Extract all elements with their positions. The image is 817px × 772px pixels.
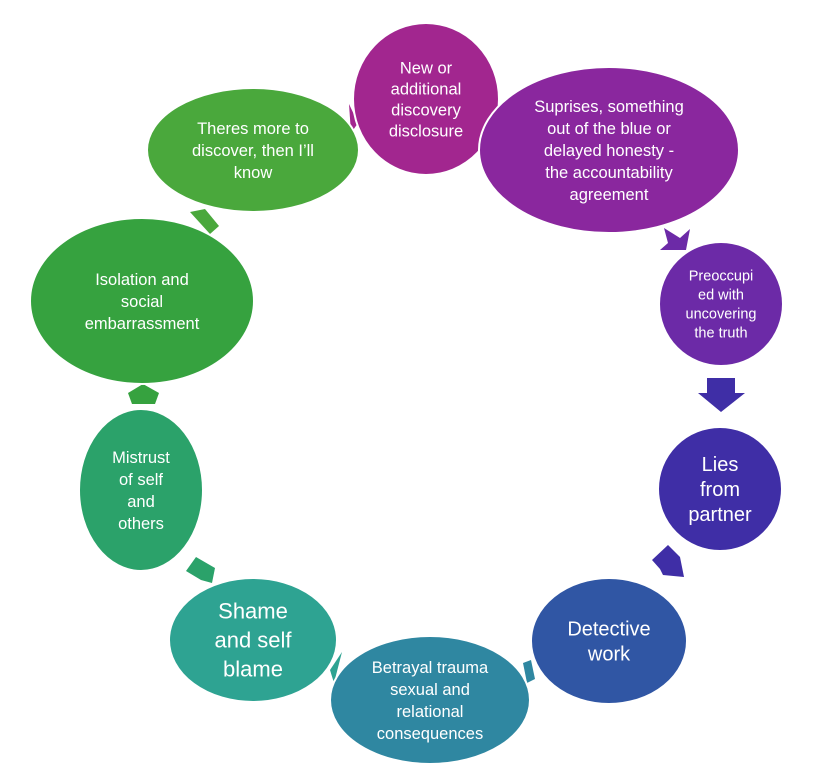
node-ellipse [478, 66, 740, 234]
node-label-line: Detective [567, 619, 650, 641]
cycle-node-preoccupied: Preoccupi ed with uncovering the truth [658, 241, 784, 367]
node-label-line: ed with [698, 288, 744, 304]
node-ellipse [329, 635, 531, 765]
cycle-node-shame: Shame and self blame [168, 577, 338, 703]
node-label-line: additional [391, 80, 462, 98]
node-label-line: work [587, 644, 631, 666]
cycle-arrow [698, 378, 745, 412]
node-label-line: of self [119, 471, 163, 489]
node-label-line: disclosure [389, 122, 463, 140]
node-label-line: discover, then I’ll [192, 142, 314, 160]
cycle-node-more-to-discover: Theres more to discover, then I’ll know [146, 87, 360, 213]
cycle-arrow [652, 545, 684, 577]
node-label-line: relational [397, 703, 464, 721]
node-label-line: and self [214, 628, 292, 653]
node-label-line: discovery [391, 101, 461, 119]
cycle-arrow [190, 209, 219, 234]
cycle-arrow [330, 652, 342, 683]
node-label-line: the accountability [545, 164, 673, 182]
connector-layer [128, 104, 745, 683]
node-ellipse [657, 426, 783, 552]
node-label-line: delayed honesty - [544, 142, 674, 160]
cycle-node-isolation: Isolation and social embarrassment [29, 217, 255, 385]
node-ellipse [29, 217, 255, 385]
node-label-line: others [118, 515, 164, 533]
node-label-line: Preoccupi [689, 269, 753, 285]
node-label-line: and [127, 493, 155, 511]
node-ellipse [146, 87, 360, 213]
node-label-line: out of the blue or [547, 120, 671, 138]
cycle-arrow [186, 557, 215, 583]
node-label-line: Isolation and [95, 271, 189, 289]
cycle-node-mistrust: Mistrust of self and others [78, 408, 204, 572]
node-label-line: agreement [570, 186, 649, 204]
cycle-node-detective: Detective work [530, 577, 688, 705]
node-label-line: know [234, 164, 273, 182]
cycle-arrow [523, 660, 535, 683]
node-label-line: Theres more to [197, 120, 309, 138]
node-label-line: the truth [694, 326, 747, 342]
node-ellipse [658, 241, 784, 367]
node-label-line: partner [688, 504, 752, 526]
node-label-line: Betrayal trauma [372, 659, 489, 677]
node-label-line: Mistrust [112, 449, 170, 467]
node-ellipse [168, 577, 338, 703]
cycle-node-betrayal: Betrayal trauma sexual and relational conse… [329, 635, 531, 765]
cycle-node-lies: Lies from partner [657, 426, 783, 552]
node-label-line: from [700, 479, 740, 501]
node-label-line: social [121, 293, 163, 311]
node-label-line: embarrassment [85, 315, 200, 333]
cycle-node-new-discovery: New or additional discovery disclosure [352, 22, 500, 176]
node-ellipse [530, 577, 688, 705]
node-ellipse [352, 22, 500, 176]
node-label-line: blame [223, 657, 283, 682]
node-label-line: consequences [377, 725, 483, 743]
node-label-line: New or [400, 59, 453, 77]
node-layer: New or additional discovery disclosure Supri… [29, 22, 784, 765]
node-ellipse [78, 408, 204, 572]
node-label-line: uncovering [686, 307, 757, 323]
cycle-node-surprises: Suprises, something out of the blue or del… [478, 66, 740, 234]
cycle-arrow [128, 384, 159, 404]
node-label-line: Suprises, something [534, 98, 684, 116]
node-label-line: sexual and [390, 681, 470, 699]
node-label-line: Lies [702, 454, 739, 476]
cycle-arrow [660, 228, 690, 250]
node-label-line: Shame [218, 599, 288, 624]
